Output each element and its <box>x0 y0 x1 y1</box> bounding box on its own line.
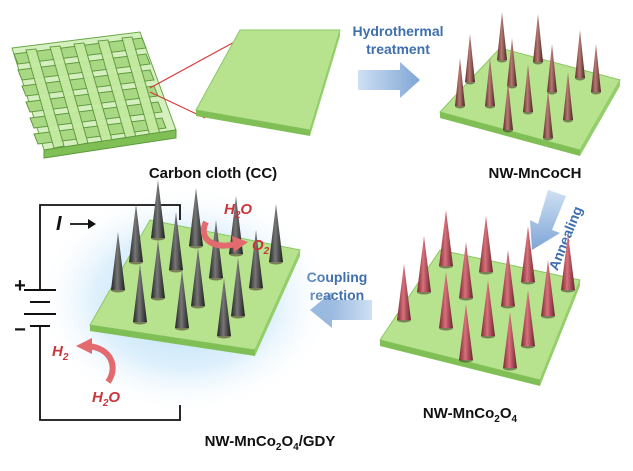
mnco2o4-spike <box>397 264 411 320</box>
gdy-spike <box>269 204 283 262</box>
gdy-spike <box>175 270 189 328</box>
oer-product-label: O2 <box>252 237 270 257</box>
mnco2o4-spike <box>417 236 431 292</box>
gdy-spike <box>249 230 263 288</box>
mnco2o4-spike <box>561 234 575 290</box>
mncoch-nanowires <box>455 12 601 141</box>
battery-icon <box>24 276 56 340</box>
mncoch-spike <box>455 58 465 106</box>
hydrothermal-arrow <box>358 62 420 98</box>
mnco2o4-spike <box>459 304 473 360</box>
nw-mnco2o4-mid: O <box>500 405 512 422</box>
mncoch-spike <box>503 82 513 130</box>
mncoch-spike <box>485 58 495 106</box>
battery-minus: − <box>14 319 26 341</box>
zoom-line-bottom <box>149 91 206 119</box>
annealing-arrow <box>530 190 566 250</box>
cc-substrate <box>195 29 341 136</box>
mnco2o4-spike <box>479 216 493 272</box>
mnco2o4-spike <box>439 272 453 328</box>
gdy-spike <box>151 240 165 298</box>
oer-reactant-label: H2O <box>224 201 252 221</box>
mnco2o4-spike <box>521 290 535 346</box>
current-arrow-icon <box>70 219 96 229</box>
nw-mnco2o4-sub2: 4 <box>512 414 518 425</box>
mncoch-spike <box>591 44 601 92</box>
gdy-spike <box>189 188 203 246</box>
gdy-spike <box>169 212 183 270</box>
gdy-spike <box>209 220 223 278</box>
electrolysis-circuit <box>39 204 181 421</box>
carbon-cloth-label: Carbon cloth (CC) <box>149 165 277 182</box>
current-label: I <box>56 213 62 235</box>
gdy-spike <box>133 264 147 322</box>
mnco2o4-spike <box>521 226 535 282</box>
zoom-line-top <box>149 39 239 89</box>
gdy-spike <box>129 204 143 262</box>
hydrothermal-label-line1: Hydrothermal <box>352 23 443 39</box>
mnco2o4-spike <box>503 312 517 368</box>
mncoch-spike <box>497 12 507 60</box>
mnco2o4-spike <box>541 260 555 316</box>
mncoch-spike <box>465 34 475 82</box>
nw-mnco2o4-label: NW-MnCo2O4 <box>423 405 518 425</box>
gdy-spike <box>217 278 231 336</box>
mncoch-spike <box>507 38 517 86</box>
mncoch-spike <box>547 44 557 92</box>
battery-plus: + <box>14 275 26 297</box>
carbon-cloth-illustration <box>11 31 177 159</box>
mnco2o4-spike <box>481 280 495 336</box>
mnco2o4-spike <box>439 210 453 266</box>
hydrothermal-label-line2: treatment <box>366 41 430 57</box>
nw-mncoch-label: NW-MnCoCH <box>488 165 581 182</box>
gdy-spike <box>151 180 165 238</box>
nw-gdy-label: NW-MnCo2O4/GDY <box>205 433 336 453</box>
gdy-spike <box>111 232 125 290</box>
mnco2o4-spike <box>501 250 515 306</box>
her-reaction-arrow <box>76 338 116 384</box>
nw-mnco2o4-sub1: 2 <box>494 414 500 425</box>
nw-mnco2o4-prefix: NW-MnCo <box>423 405 494 422</box>
mnco2o4-nanowires <box>397 210 575 371</box>
her-product-label: H2 <box>52 343 69 363</box>
mncoch-spike <box>575 30 585 78</box>
mncoch-spike <box>543 90 553 138</box>
mncoch-spike <box>533 14 543 62</box>
mncoch-spike <box>523 64 533 112</box>
oer-reaction-arrow <box>200 220 248 252</box>
gdy-spike <box>231 258 245 316</box>
mncoch-spike <box>563 72 573 120</box>
mnco2o4-spike <box>459 242 473 298</box>
her-reactant-label: H2O <box>92 389 120 409</box>
gdy-spike <box>191 248 205 306</box>
